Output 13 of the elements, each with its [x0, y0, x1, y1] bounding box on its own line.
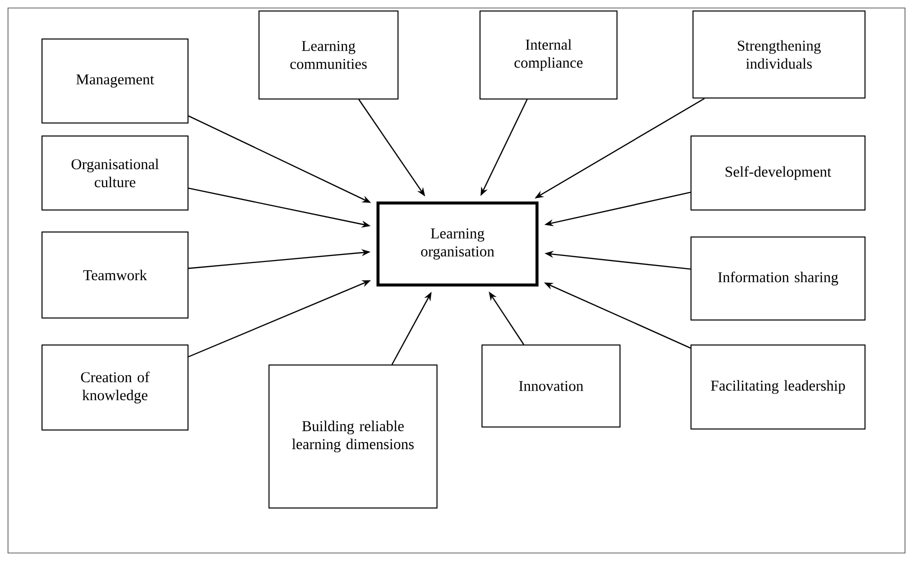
- concept-box: Learning organisation: [376, 202, 538, 286]
- concept-box: Information sharing: [690, 236, 866, 320]
- concept-box: Facilitating leadership: [690, 344, 866, 430]
- concept-box: Learning communities: [258, 10, 398, 100]
- concept-box: Internal compliance: [480, 10, 618, 100]
- concept-box: Innovation: [482, 344, 620, 428]
- concept-box: Organisational culture: [42, 136, 188, 210]
- concept-box: Building reliable learning dimensions: [268, 364, 438, 508]
- concept-box: Management: [42, 38, 188, 124]
- concept-box: Teamwork: [42, 232, 188, 318]
- concept-box: Strengthening individuals: [692, 10, 866, 98]
- concept-box: Self-development: [690, 136, 866, 210]
- concept-box: Creation of knowledge: [42, 344, 188, 430]
